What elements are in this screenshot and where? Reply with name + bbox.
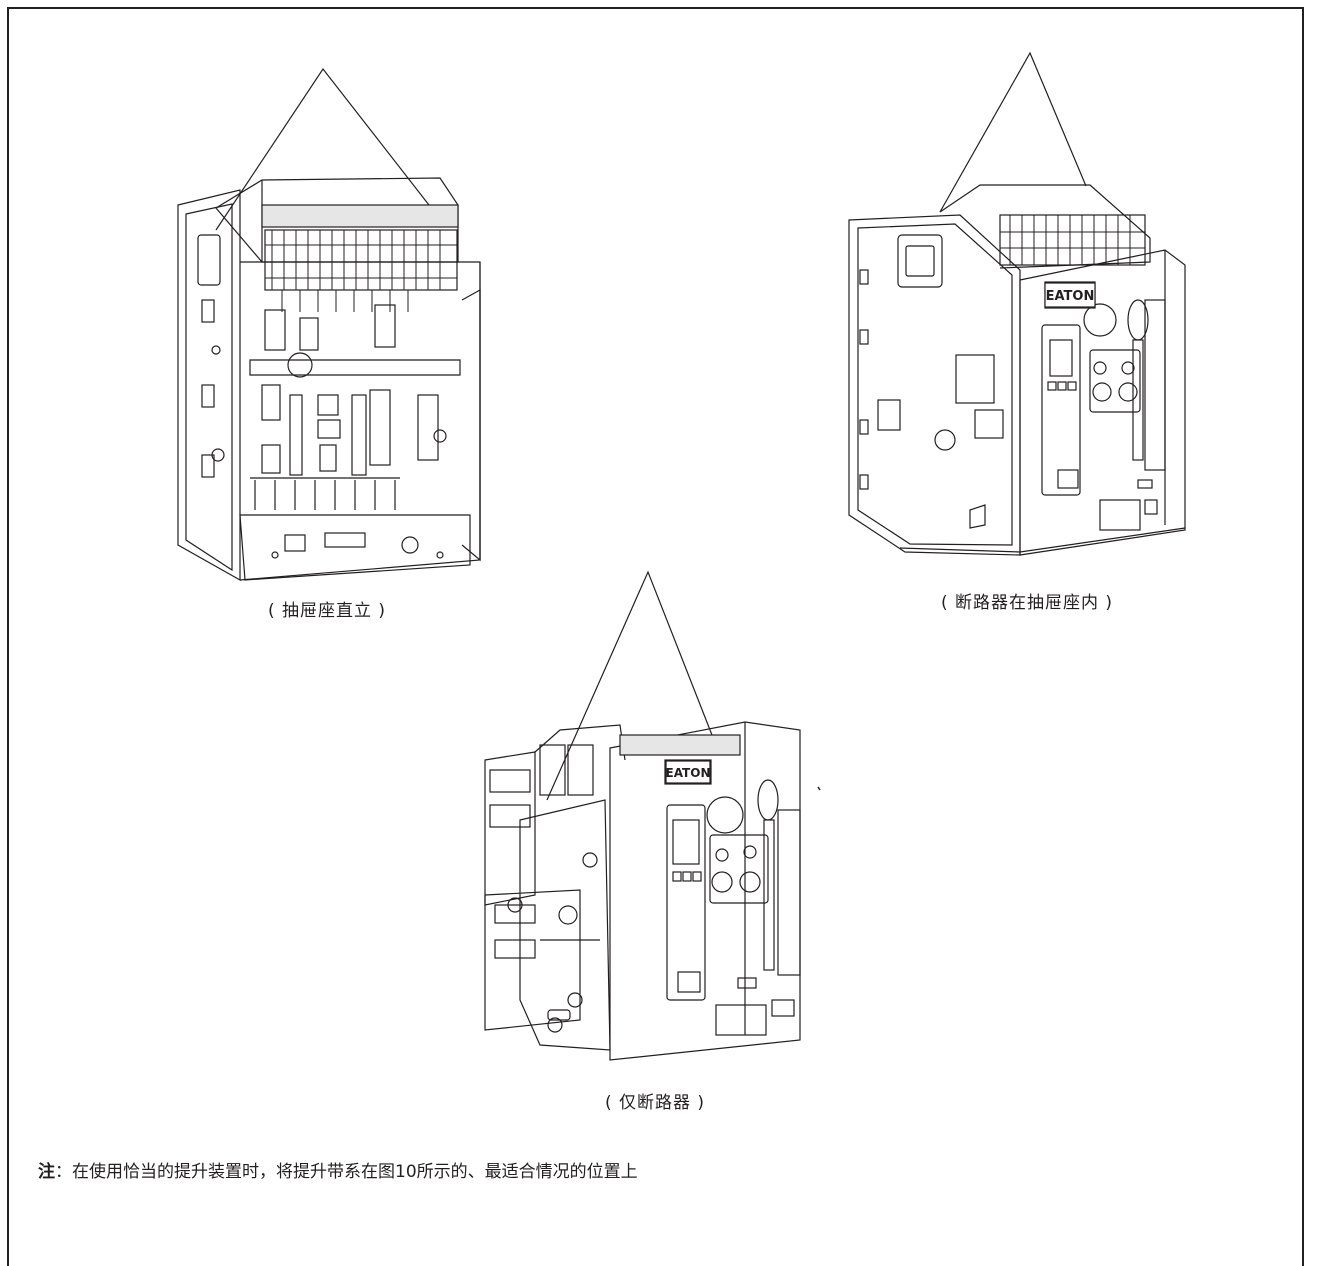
eaton-logo-center: EATON (666, 766, 711, 780)
note: 注：在使用恰当的提升装置时，将提升带系在图10所示的、最适合情况的位置上 (38, 1157, 638, 1182)
lifting-strap-lines (546, 570, 713, 801)
lifting-strap-lines (215, 67, 437, 231)
breaker-in-cassette-drawing (848, 51, 1186, 556)
cassette-upright-drawing (177, 67, 481, 582)
caption-cassette-upright: ( 抽屉座直立 ) (267, 601, 387, 621)
note-separator: ： (55, 1162, 72, 1182)
caption-breaker-only: ( 仅断路器 ) (604, 1093, 706, 1113)
eaton-logo-right: EATON (1046, 289, 1095, 304)
caption-breaker-in-cassette: ( 断路器在抽屉座内 ) (940, 593, 1114, 613)
lifting-strap-lines (939, 51, 1087, 213)
note-text: 在使用恰当的提升装置时，将提升带系在图10所示的、最适合情况的位置上 (72, 1162, 638, 1182)
breaker-only-drawing (484, 570, 801, 1061)
page-frame (7, 7, 1304, 1266)
note-label: 注 (38, 1162, 55, 1182)
